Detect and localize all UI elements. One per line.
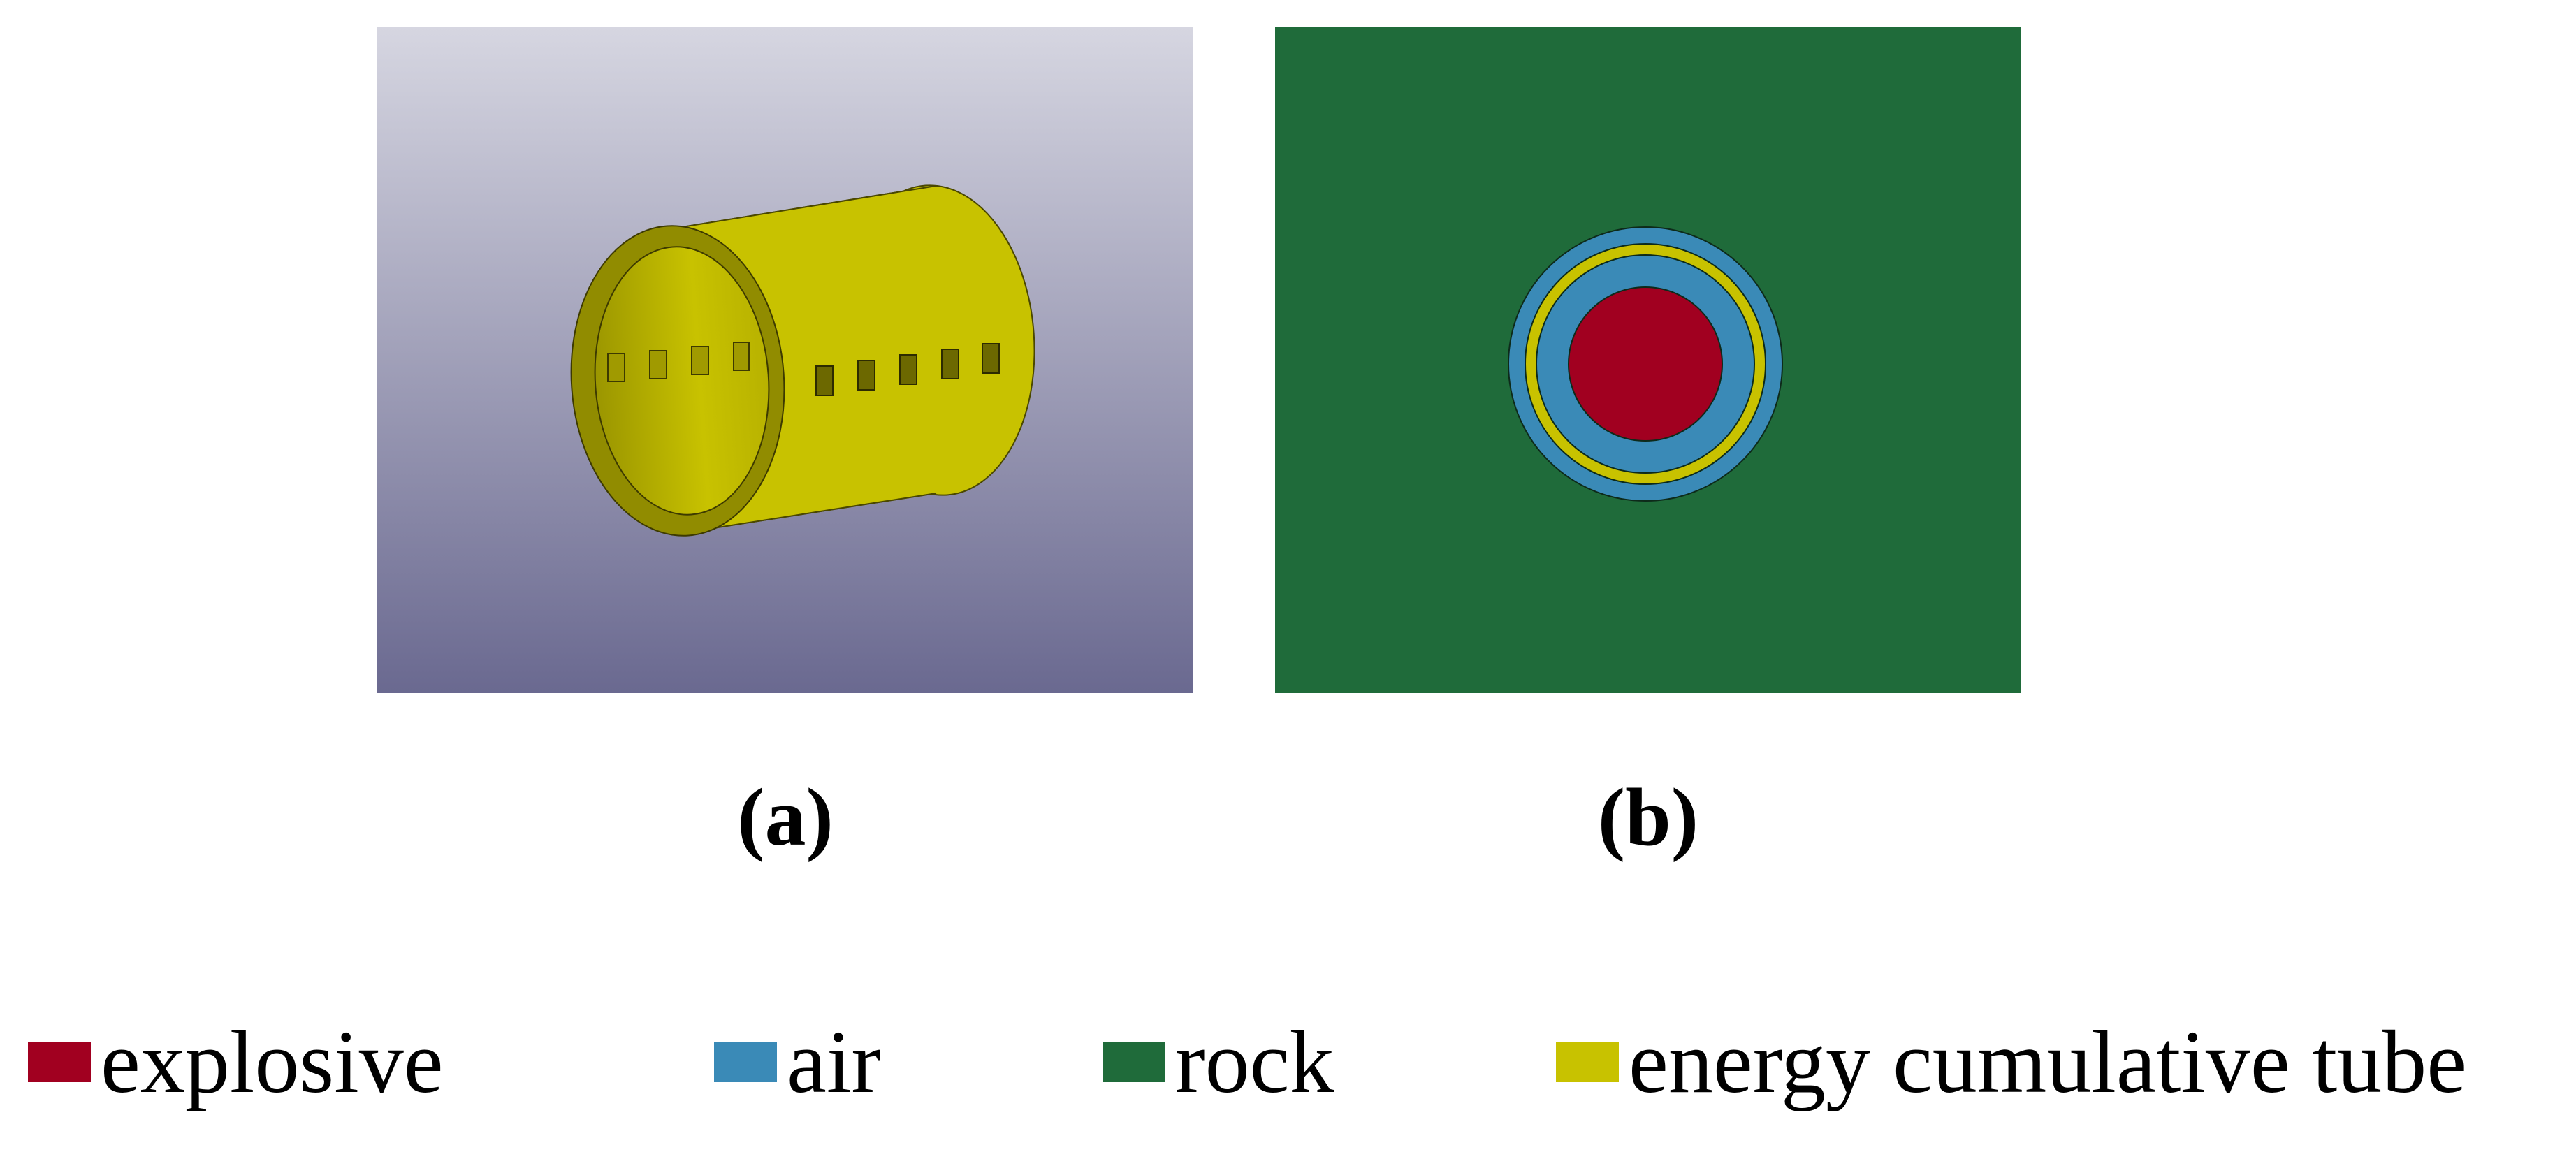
legend-item-air: air	[714, 1006, 881, 1118]
legend-swatch-energy-cumulative-tube	[1556, 1042, 1619, 1082]
caption-a: (a)	[737, 771, 834, 863]
tube-3d-render	[377, 27, 1193, 693]
panel-b-cross-section	[1275, 27, 2021, 693]
legend-item-energy-cumulative-tube: energy cumulative tube	[1556, 1006, 2466, 1118]
explosive-core	[1568, 286, 1723, 442]
legend-label-rock: rock	[1175, 1012, 1334, 1111]
caption-b: (b)	[1597, 771, 1699, 863]
legend-item-explosive: explosive	[28, 1006, 444, 1118]
panel-a-tube-model	[377, 27, 1193, 693]
legend-label-air: air	[787, 1012, 881, 1111]
legend-swatch-rock	[1103, 1042, 1165, 1082]
legend: explosive air rock energy cumulative tub…	[0, 1006, 2576, 1118]
legend-label-energy-cumulative-tube: energy cumulative tube	[1629, 1012, 2466, 1111]
cross-section-render	[1275, 27, 2021, 693]
legend-label-explosive: explosive	[101, 1012, 444, 1111]
tube-inner-bore	[594, 246, 770, 516]
legend-swatch-air	[714, 1042, 777, 1082]
inner-perforation-holes	[607, 342, 750, 382]
legend-item-rock: rock	[1103, 1006, 1334, 1118]
legend-swatch-explosive	[28, 1042, 91, 1082]
outer-perforation-holes	[815, 343, 1000, 396]
